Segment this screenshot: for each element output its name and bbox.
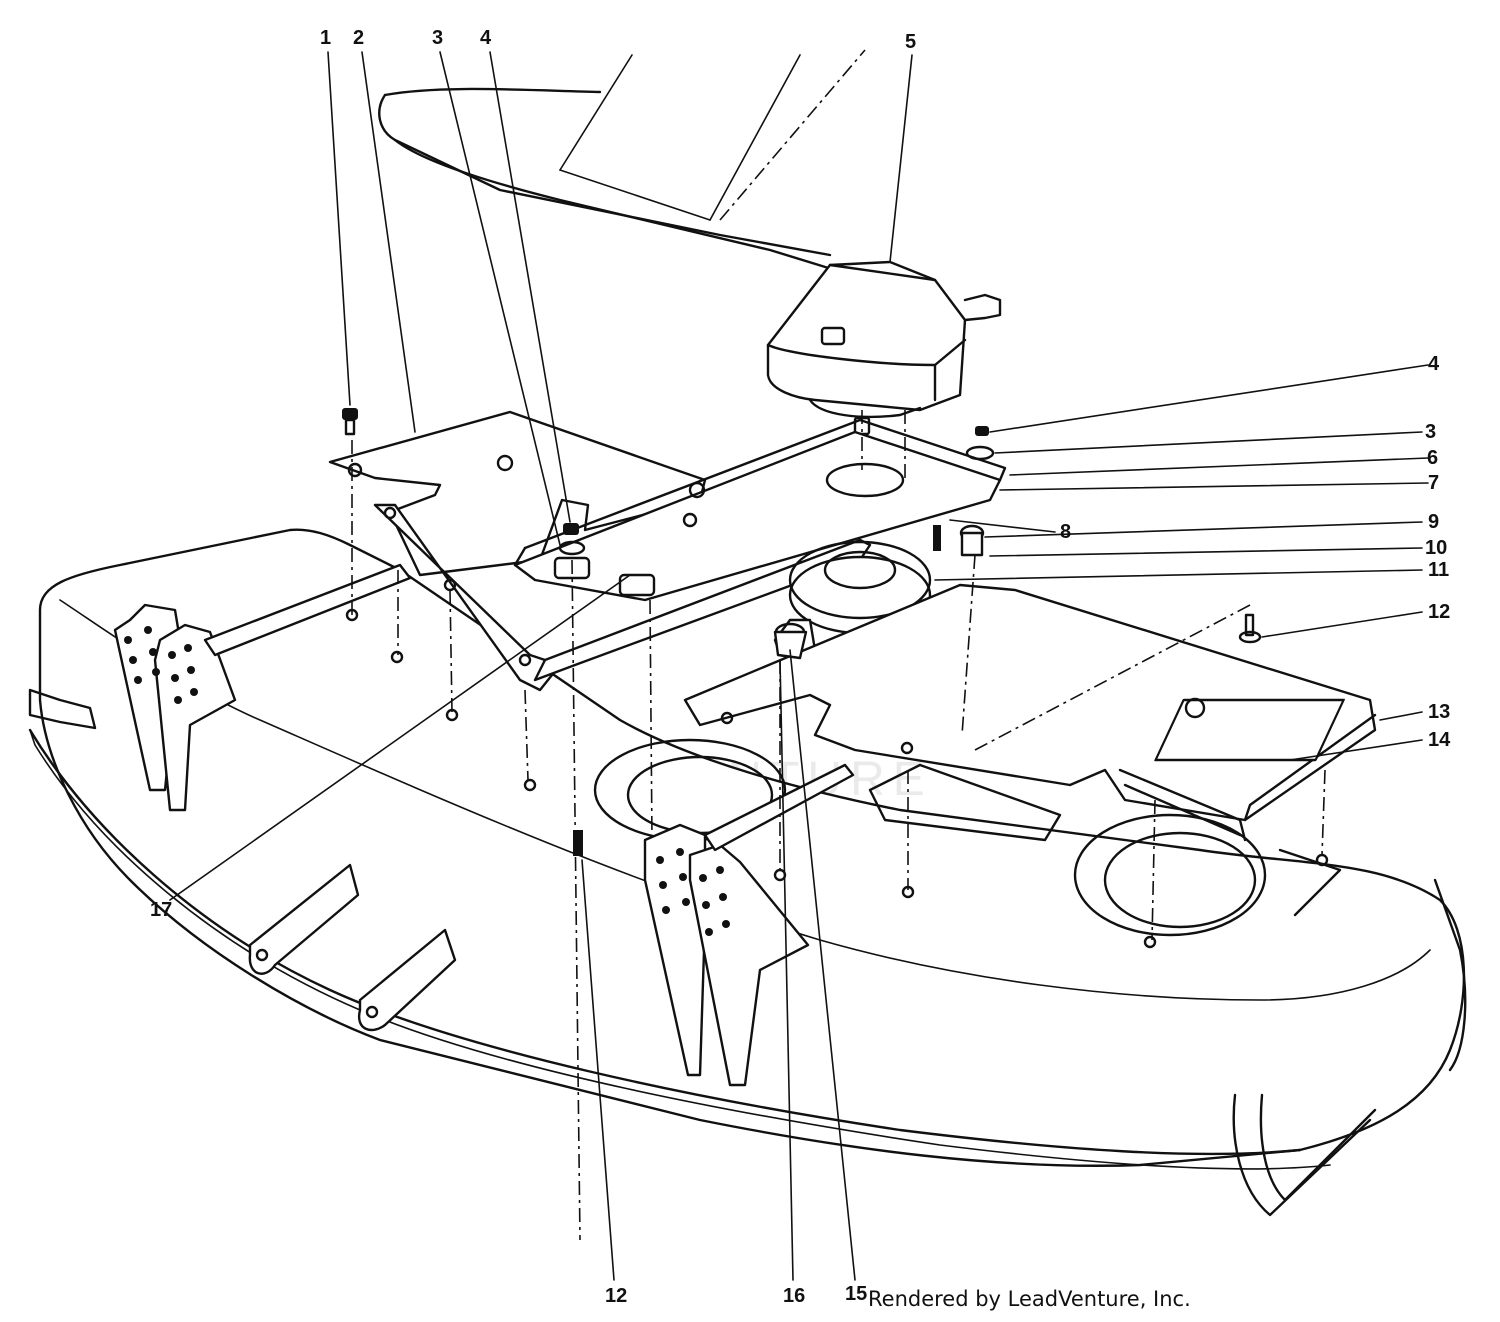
callout-3-right: 3 <box>1425 421 1436 443</box>
channel-bracket <box>513 418 1007 682</box>
callout-15: 15 <box>845 1283 867 1305</box>
callout-12-bottom: 12 <box>605 1285 627 1307</box>
callout-1: 1 <box>320 27 331 49</box>
callout-numbers: 1 2 3 4 5 4 3 6 7 8 9 10 11 12 13 14 17 … <box>150 27 1451 1307</box>
callout-11: 11 <box>1428 559 1449 581</box>
rod-brackets <box>113 563 855 1087</box>
gearbox <box>766 260 1002 436</box>
callout-14: 14 <box>1428 729 1451 751</box>
leader-lines <box>169 51 1429 1281</box>
callout-4: 4 <box>480 27 492 49</box>
hitch-arms <box>248 863 457 1032</box>
rear-cover <box>378 49 866 272</box>
assembly-lines <box>351 410 1326 1241</box>
callout-10: 10 <box>1425 537 1447 559</box>
callout-9: 9 <box>1428 511 1439 533</box>
callout-6: 6 <box>1427 447 1438 469</box>
callout-13: 13 <box>1428 701 1450 723</box>
callout-3: 3 <box>432 27 443 49</box>
belt-cover <box>683 583 1377 842</box>
callout-5: 5 <box>905 31 916 53</box>
callout-17: 17 <box>150 899 172 921</box>
callout-7: 7 <box>1428 472 1439 494</box>
mounting-plate <box>328 410 707 692</box>
callout-16: 16 <box>783 1285 805 1307</box>
credit-text: Rendered by LeadVenture, Inc. <box>868 1287 1191 1311</box>
callout-2: 2 <box>353 27 364 49</box>
callout-8: 8 <box>1060 521 1071 543</box>
callout-12-right: 12 <box>1428 601 1450 623</box>
callout-4-right: 4 <box>1428 353 1440 375</box>
hardware <box>342 408 1329 949</box>
